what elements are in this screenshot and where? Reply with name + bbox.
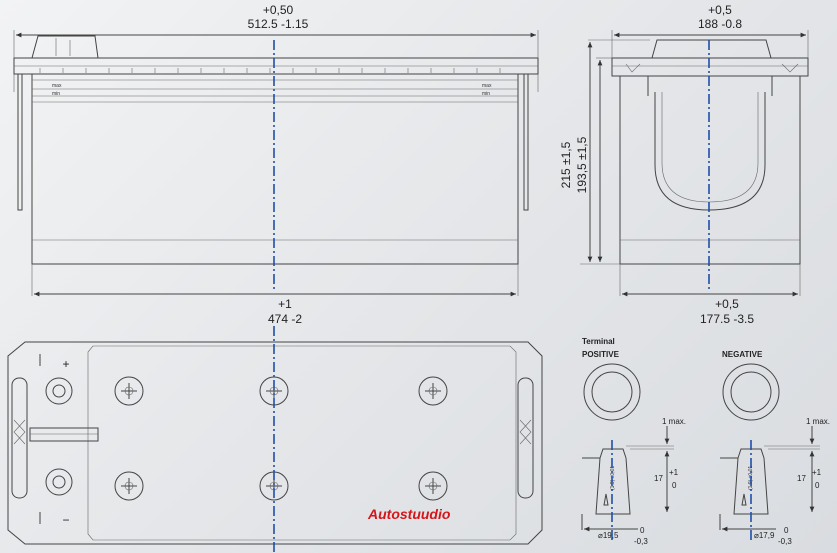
top-width-dimension: 188 -0.8 [698,17,742,31]
positive-dia-tol-bottom: -0,3 [634,537,648,546]
negative-mark: − [62,513,69,527]
top-length-dimension: 512.5 -1.15 [248,17,309,31]
positive-mark: + [62,357,69,371]
vent-cap [418,471,448,501]
vent-cap [114,376,144,406]
vent-caps [114,376,448,501]
bottom-length-dimension: 474 -2 [268,312,302,326]
positive-diameter: ⌀19,5 [598,531,619,540]
bottom-width-dimension: 177.5 -3.5 [700,312,754,326]
max-mark-right: max [482,83,492,89]
positive-height-tol-top: +1 [669,468,679,477]
total-height-dimension: 215 ±1,5 [559,141,573,188]
positive-label: POSITIVE [582,350,620,359]
terminal-header: Terminal [582,337,615,346]
negative-label: NEGATIVE [722,350,763,359]
vent-cap [114,471,144,501]
negative-height-tol-bottom: 0 [815,481,820,490]
vent-cap [418,376,448,406]
positive-height-tol-bottom: 0 [672,481,677,490]
watermark: Autostuudio [367,506,451,522]
max-mark-left: max [52,83,62,89]
min-mark-left: min [52,91,60,97]
negative-diameter: ⌀17,9 [754,531,775,540]
top-view: + − Autostuudio [7,326,543,553]
min-mark-right: min [482,91,490,97]
negative-height-tol-top: +1 [812,468,822,477]
negative-dia-tol-bottom: -0,3 [778,537,792,546]
front-view: max min max min +0,50 512.5 -1.15 +1 474… [13,3,539,326]
positive-dia-tol-top: 0 [640,526,645,535]
top-length-tolerance: +0,50 [263,3,294,17]
negative-height: 17 [797,474,806,483]
box-height-dimension: 193,5 ±1,5 [575,136,589,193]
positive-height: 17 [654,474,663,483]
top-width-tolerance: +0,5 [708,3,732,17]
negative-max-gap: 1 max. [806,417,830,426]
bottom-width-tolerance: +0,5 [715,297,739,311]
lid-ribs [39,68,501,73]
positive-max-gap: 1 max. [662,417,686,426]
terminal-details: Terminal POSITIVE NEGATIVE 1 max. 17 +1 … [581,337,830,546]
side-view: +0,5 188 -0.8 +0,5 177.5 -3.5 215 ±1,5 1… [559,3,809,326]
bottom-length-tolerance: +1 [278,297,292,311]
positive-taper: (1:9) ±0,01 [610,466,616,490]
negative-dia-tol-top: 0 [784,526,789,535]
